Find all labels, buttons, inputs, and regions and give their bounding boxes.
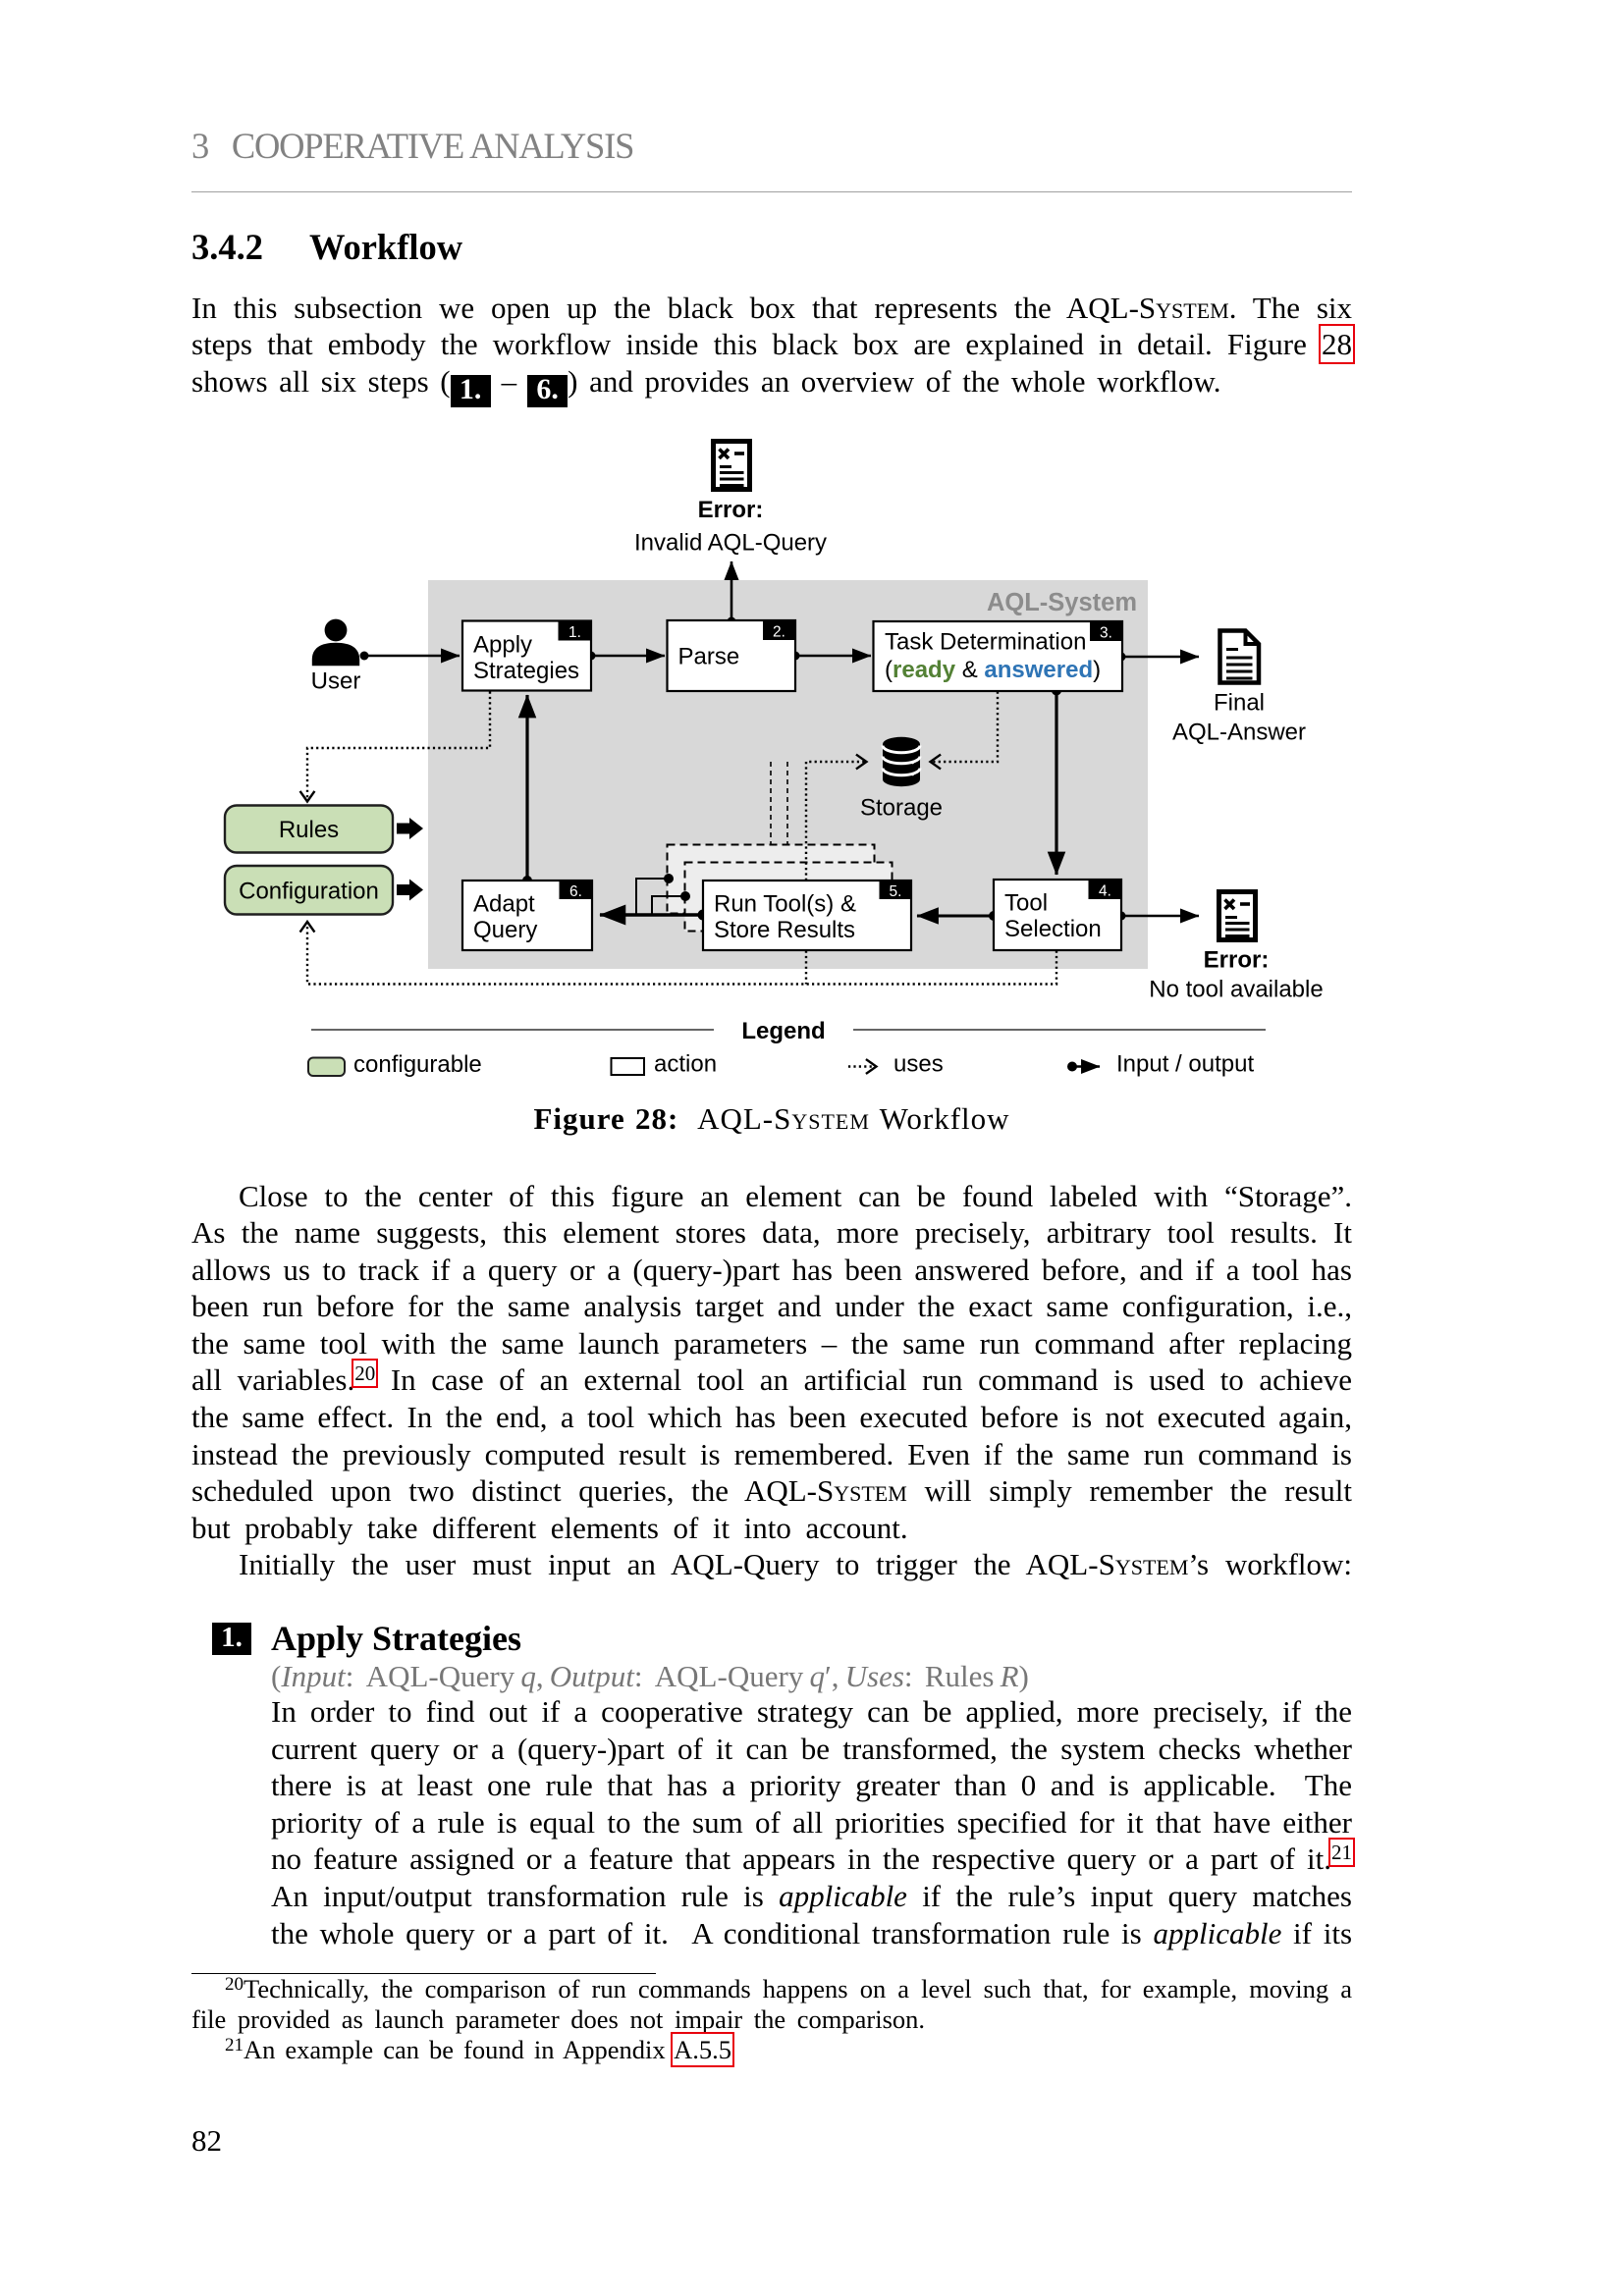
svg-text:Selection: Selection <box>1004 916 1102 942</box>
svg-text:Tool: Tool <box>1004 890 1048 917</box>
svg-text:AQL-Answer: AQL-Answer <box>1172 720 1306 746</box>
svg-text:6.: 6. <box>569 883 582 900</box>
svg-text:configurable: configurable <box>353 1051 482 1078</box>
svg-text:(ready & answered): (ready & answered) <box>885 657 1101 683</box>
svg-text:Store Results: Store Results <box>714 917 855 943</box>
svg-text:Run Tool(s) &: Run Tool(s) & <box>714 891 856 918</box>
svg-text:1.: 1. <box>568 624 581 641</box>
svg-text:No tool available: No tool available <box>1149 977 1323 1003</box>
svg-text:2.: 2. <box>773 624 785 641</box>
svg-text:Final: Final <box>1214 690 1265 717</box>
svg-text:Storage: Storage <box>860 795 943 822</box>
svg-text:Task Determination: Task Determination <box>885 629 1086 656</box>
svg-text:3.: 3. <box>1100 625 1112 642</box>
svg-text:Error:: Error: <box>1204 947 1270 974</box>
svg-text:Apply: Apply <box>473 632 532 659</box>
svg-text:Input / output: Input / output <box>1116 1051 1254 1078</box>
svg-text:uses: uses <box>893 1051 944 1078</box>
svg-text:Parse: Parse <box>678 644 740 670</box>
svg-text:AQL-System: AQL-System <box>987 589 1137 616</box>
svg-text:Configuration: Configuration <box>239 879 379 905</box>
svg-text:action: action <box>654 1051 717 1078</box>
svg-text:Error:: Error: <box>698 497 764 523</box>
svg-text:5.: 5. <box>890 883 902 900</box>
svg-text:Legend: Legend <box>741 1018 825 1044</box>
svg-text:Strategies: Strategies <box>473 658 579 684</box>
svg-text:4.: 4. <box>1099 883 1111 900</box>
svg-text:User: User <box>311 668 361 695</box>
svg-text:Rules: Rules <box>279 817 339 843</box>
svg-text:Adapt: Adapt <box>473 891 535 918</box>
svg-text:Invalid AQL-Query: Invalid AQL-Query <box>634 530 827 557</box>
svg-text:Query: Query <box>473 917 537 943</box>
